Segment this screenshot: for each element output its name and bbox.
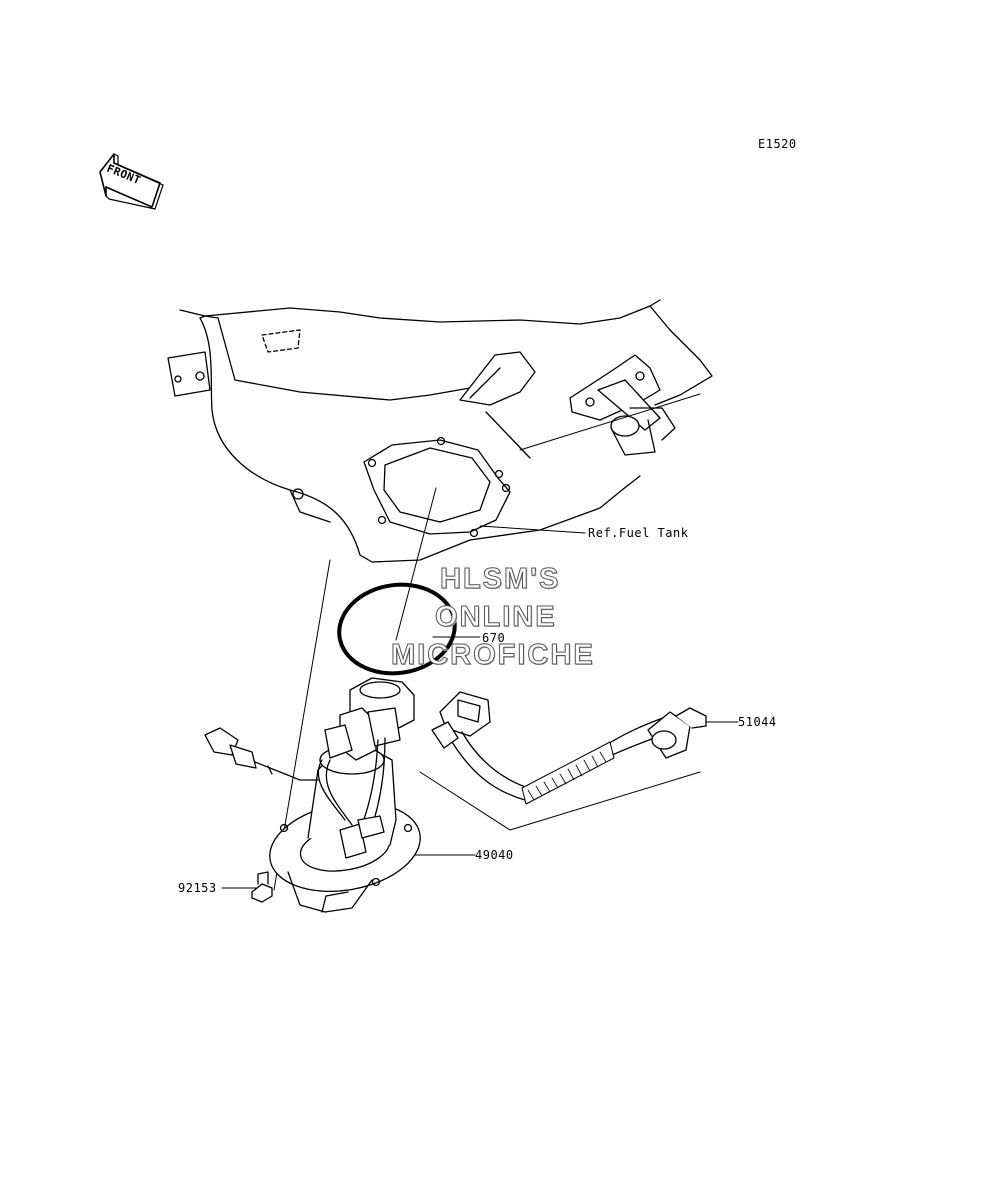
part-number-51044[interactable]: 51044 bbox=[738, 715, 777, 729]
part-number-92153[interactable]: 92153 bbox=[178, 881, 217, 895]
o-ring bbox=[337, 582, 457, 676]
watermark-line-1: HLSM'S bbox=[439, 563, 561, 596]
watermark-line-2: ONLINE bbox=[435, 601, 557, 634]
tank-mounting-flange bbox=[363, 436, 511, 538]
front-arrow-icon bbox=[99, 153, 164, 210]
watermark-line-3: MICROFICHE bbox=[391, 639, 595, 672]
diagram-code: E1520 bbox=[758, 137, 797, 151]
fuel-pump bbox=[204, 677, 421, 913]
part-number-670[interactable]: 670 bbox=[482, 631, 506, 645]
bolt bbox=[251, 871, 273, 903]
fuel-hose bbox=[431, 691, 707, 805]
ref-fuel-tank-label: Ref.Fuel Tank bbox=[588, 526, 689, 540]
fuel-tank bbox=[167, 299, 713, 563]
part-number-49040[interactable]: 49040 bbox=[475, 848, 514, 862]
